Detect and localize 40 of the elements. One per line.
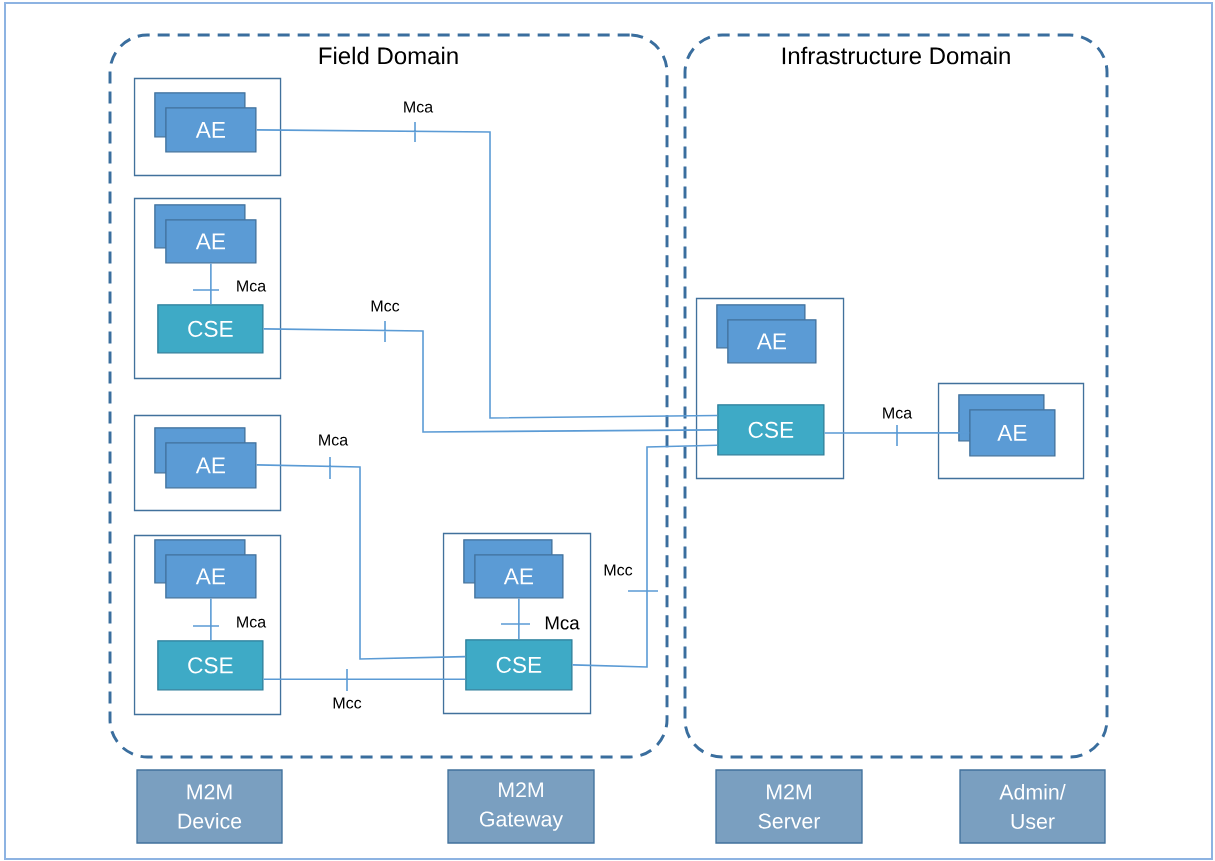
interface-line — [262, 320, 718, 433]
edge-label: Mca — [880, 406, 914, 420]
container-box — [133, 414, 282, 512]
interface-line — [823, 424, 970, 447]
application-entity-box: AE — [154, 92, 257, 153]
role-box: M2M Server — [715, 769, 863, 844]
application-entity-box: AE — [154, 204, 257, 264]
container-box — [695, 297, 845, 480]
edge-label: Mca — [543, 615, 581, 631]
application-entity-box: AE — [716, 304, 817, 364]
container-box — [133, 534, 282, 716]
application-entity-box: AE — [154, 427, 257, 489]
edge-label: Mcc — [602, 563, 634, 577]
interface-line — [262, 668, 466, 692]
edge-label: Mca — [234, 279, 268, 293]
application-entity-box: AE — [463, 539, 564, 599]
container-box — [133, 77, 282, 177]
application-entity-box: AE — [154, 539, 257, 599]
common-services-box: CSE — [717, 404, 825, 456]
container-box — [937, 382, 1085, 480]
interface-line — [255, 456, 466, 660]
role-box: Admin/ User — [959, 769, 1106, 844]
common-services-box: CSE — [157, 304, 264, 354]
edge-label: Mcc — [369, 299, 401, 313]
common-services-box: CSE — [465, 639, 573, 691]
common-services-box: CSE — [157, 640, 264, 691]
interface-line — [255, 121, 718, 419]
edge-label: Mca — [401, 100, 435, 114]
interface-line — [192, 262, 220, 305]
role-box: M2M Device — [136, 769, 283, 844]
edge-label: Mcc — [331, 696, 363, 710]
role-box: M2M Gateway — [447, 769, 595, 844]
edge-label: Mca — [316, 433, 350, 447]
interface-line — [571, 444, 718, 668]
edge-label: Mca — [234, 615, 268, 629]
interface-line — [192, 597, 220, 641]
container-box — [133, 197, 282, 380]
interface-line — [500, 597, 531, 640]
application-entity-box: AE — [958, 394, 1056, 457]
container-box — [442, 532, 592, 715]
